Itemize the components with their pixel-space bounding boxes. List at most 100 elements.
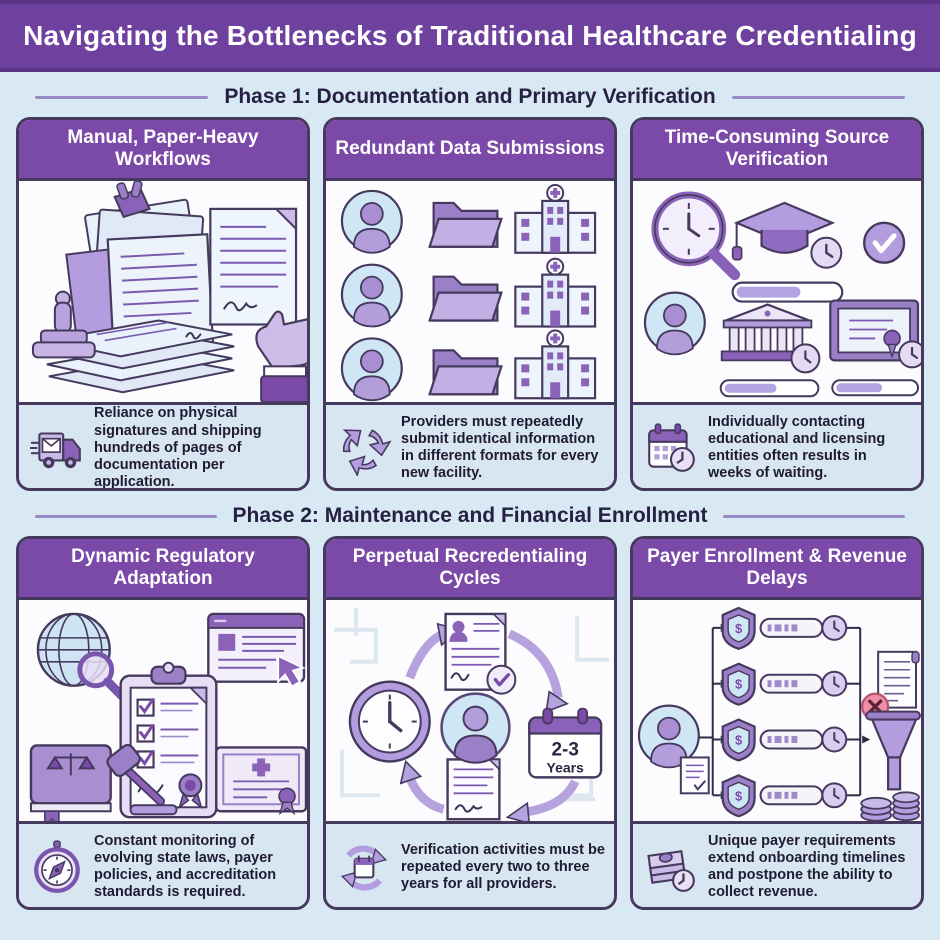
caption-text: Constant monitoring of evolving state la… xyxy=(94,833,277,901)
currency-symbol: $ xyxy=(735,677,743,692)
regulatory-adaptation-illustration xyxy=(19,600,307,822)
calendar-years-icon: 2-3 Years xyxy=(528,707,603,779)
ribbon-seal-icon xyxy=(178,773,203,810)
check-circle-icon xyxy=(862,221,906,264)
provider-avatar-icon xyxy=(440,692,511,764)
coin-stacks-icon xyxy=(860,791,920,822)
hand-icon xyxy=(255,310,307,370)
card-title: Dynamic Regulatory Adaptation xyxy=(19,539,307,600)
diploma-icon xyxy=(829,299,921,369)
redundant-submissions-illustration xyxy=(326,181,614,403)
calendar-years-top-text: 2-3 xyxy=(551,739,578,760)
currency-symbol: $ xyxy=(735,732,743,747)
recredentialing-cycle-art: 2-3 Years xyxy=(333,607,610,822)
funnel-icon xyxy=(865,710,921,791)
signed-document-icon xyxy=(446,758,501,821)
cash-clock-icon xyxy=(647,850,695,893)
page-title: Navigating the Bottlenecks of Traditiona… xyxy=(23,20,917,51)
phase-2-heading: Phase 2: Maintenance and Financial Enrol… xyxy=(35,504,906,528)
cursor-icon xyxy=(277,654,306,689)
payer-row: $ xyxy=(721,774,848,818)
progress-bar xyxy=(831,379,919,397)
recycle-icon xyxy=(342,429,392,477)
wall-clock-icon xyxy=(348,680,431,763)
hand-signed-document-icon xyxy=(209,207,307,403)
licensing-board-icon xyxy=(720,303,821,374)
currency-symbol: $ xyxy=(735,788,743,803)
caption-text: Verification activities must be repeated… xyxy=(401,841,605,892)
refresh-calendar-icon xyxy=(340,845,388,891)
title-banner: Navigating the Bottlenecks of Traditiona… xyxy=(0,0,940,72)
compass-icon xyxy=(34,840,80,894)
payer-row: $ xyxy=(721,606,848,650)
divider-line xyxy=(723,514,906,518)
source-verification-art xyxy=(643,191,921,398)
source-verification-illustration xyxy=(633,181,921,403)
card-caption: Reliance on physical signatures and ship… xyxy=(19,402,307,490)
card-payer-enrollment: Payer Enrollment & Revenue Delays xyxy=(630,536,924,910)
payer-row: $ xyxy=(721,662,848,706)
scales-icon xyxy=(46,753,96,776)
card-title: Redundant Data Submissions xyxy=(326,120,614,181)
card-caption: Individually contacting educational and … xyxy=(633,402,921,488)
card-source-verification: Time-Consuming Source Verification xyxy=(630,117,924,491)
magnifier-clock-icon xyxy=(651,191,741,281)
webpage-cursor-icon xyxy=(207,612,306,689)
redundant-submissions-art xyxy=(340,183,597,402)
progress-bar xyxy=(719,379,820,398)
flow-arrowheads xyxy=(720,623,871,800)
checkbox-row xyxy=(136,698,199,717)
caption-text: Providers must repeatedly submit identic… xyxy=(401,414,599,482)
currency-symbol: $ xyxy=(735,621,743,636)
paper-stack-art xyxy=(31,181,307,403)
divider-line xyxy=(35,514,217,518)
law-book-icon xyxy=(29,744,112,822)
card-title: Manual, Paper-Heavy Workflows xyxy=(19,120,307,181)
divider-line xyxy=(35,95,209,99)
payer-enrollment-art: $ $ $ $ xyxy=(637,606,921,822)
card-manual-paper-workflows: Manual, Paper-Heavy Workflows xyxy=(16,117,310,491)
checkbox-row xyxy=(136,724,199,743)
caption-text: Individually contacting educational and … xyxy=(708,414,886,482)
card-recredentialing-cycles: Perpetual Recredentialing Cycles xyxy=(323,536,617,910)
card-caption: Unique payer requirements extend onboard… xyxy=(633,821,921,907)
graduation-cap-icon xyxy=(731,201,843,269)
flow-connectors xyxy=(696,626,862,797)
caption-text: Reliance on physical signatures and ship… xyxy=(94,405,262,490)
clock-badge-icon xyxy=(898,340,921,369)
rubber-stamp-icon xyxy=(31,290,96,359)
invoice-icon xyxy=(877,650,920,709)
payer-row: $ xyxy=(721,718,848,762)
globe-magnifier-icon xyxy=(36,612,131,705)
progress-bar xyxy=(731,281,844,303)
card-title: Time-Consuming Source Verification xyxy=(633,120,921,181)
card-caption: Providers must repeatedly submit identic… xyxy=(326,402,614,488)
card-redundant-data: Redundant Data Submissions xyxy=(323,117,617,491)
phase-2-label: Phase 2: Maintenance and Financial Enrol… xyxy=(232,504,708,527)
calendar-years-bottom-text: Years xyxy=(547,759,584,775)
application-document-icon xyxy=(679,756,710,795)
card-title: Perpetual Recredentialing Cycles xyxy=(326,539,614,600)
divider-line xyxy=(731,95,905,99)
caption-text: Unique payer requirements extend onboard… xyxy=(708,833,906,901)
phase-2-cards: Dynamic Regulatory Adaptation xyxy=(16,536,924,910)
medical-certificate-icon xyxy=(215,746,307,815)
payer-enrollment-illustration: $ $ $ $ xyxy=(633,600,921,822)
card-caption: Verification activities must be repeated… xyxy=(326,821,614,907)
card-title: Payer Enrollment & Revenue Delays xyxy=(633,539,921,600)
card-caption: Constant monitoring of evolving state la… xyxy=(19,821,307,907)
card-regulatory-adaptation: Dynamic Regulatory Adaptation xyxy=(16,536,310,910)
check-badge-icon xyxy=(486,664,517,695)
checklist-clipboard-icon xyxy=(119,661,218,819)
clock-badge-icon xyxy=(790,343,821,374)
calendar-clock-icon xyxy=(648,423,695,473)
regulatory-adaptation-art xyxy=(29,612,307,822)
clock-badge-icon xyxy=(810,236,843,269)
phase-1-label: Phase 1: Documentation and Primary Verif… xyxy=(224,85,716,108)
phase-1-cards: Manual, Paper-Heavy Workflows xyxy=(16,117,924,491)
verified-document-icon xyxy=(444,612,517,695)
gavel-icon xyxy=(106,743,178,816)
paper-stack-illustration xyxy=(19,181,307,403)
recredentialing-cycle-illustration: 2-3 Years xyxy=(326,600,614,822)
phase-1-heading: Phase 1: Documentation and Primary Verif… xyxy=(35,85,905,109)
